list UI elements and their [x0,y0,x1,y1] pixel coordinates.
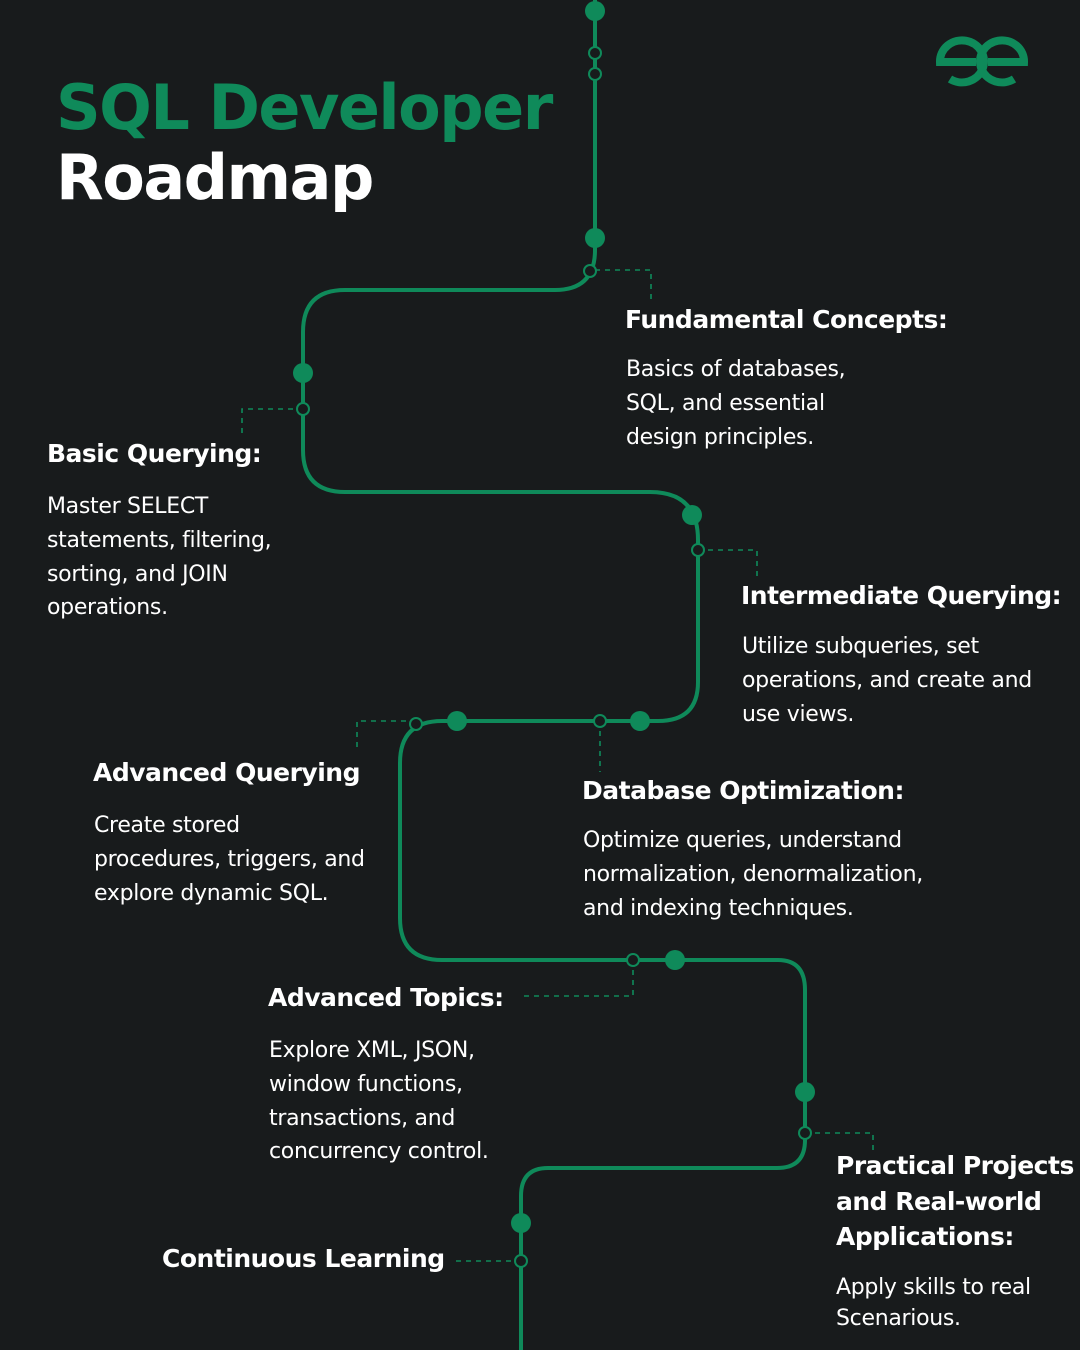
step-description-fundamental: Basics of databases, SQL, and essential … [626,353,846,454]
description-line: Create stored [94,813,240,838]
description-line: Optimize queries, understand [583,828,902,853]
station-dot [795,1082,815,1102]
junction-dot [588,46,602,60]
station-dot [585,1,605,21]
description-line: operations, and create and [742,667,1032,693]
station-dot [585,228,605,248]
connector-fundamental [595,269,652,300]
description-line: Utilize subqueries, set [742,634,979,659]
junction-dot [588,67,602,81]
description-line: design principles. [626,424,814,450]
connector-basic [241,408,303,438]
junction-dots [296,46,812,1268]
description-line: operations. [47,595,168,621]
station-dot [447,711,467,731]
step-heading-advanced-topics: Advanced Topics: [268,983,504,1012]
step-description-advanced-querying: Create stored procedures, triggers, and … [94,809,365,910]
description-line: Scenarious. [836,1306,961,1331]
heading-line: Applications: [836,1222,1014,1251]
heading-line: and Real-world [836,1186,1042,1216]
step-description-practical-projects: Apply skills to real Scenarious. [836,1272,1031,1334]
junction-dot [296,402,310,416]
gfg-logo-icon [935,36,1029,87]
description-line: normalization, denormalization, [583,861,923,887]
roadmap-path [301,0,807,1350]
step-heading-database-optimization: Database Optimization: [582,776,904,805]
step-heading-intermediate-querying: Intermediate Querying: [741,581,1062,610]
step-description-database-optimization: Optimize queries, understand normalizati… [583,824,923,925]
step-heading-continuous-learning: Continuous Learning [162,1244,445,1273]
junction-dot [583,264,597,278]
title-line-1: SQL Developer [56,71,553,144]
title-line-2: Roadmap [56,141,374,214]
connector-intermediate [698,549,758,580]
junction-dot [798,1126,812,1140]
station-dot [665,950,685,970]
junction-dot [691,543,705,557]
description-line: procedures, triggers, and [94,846,365,872]
description-line: transactions, and [269,1105,456,1131]
step-description-advanced-topics: Explore XML, JSON, window functions, tra… [269,1034,489,1169]
station-dot [293,363,313,383]
description-line: Master SELECT [47,494,209,519]
junction-dot [514,1254,528,1268]
description-line: window functions, [269,1071,463,1097]
heading-line: Practical Projects [836,1151,1074,1180]
description-line: use views. [742,701,855,727]
junction-dot [626,953,640,967]
junction-dot [409,717,423,731]
description-line: Explore XML, JSON, [269,1038,475,1063]
description-line: Basics of databases, [626,357,846,382]
step-heading-fundamental: Fundamental Concepts: [625,305,948,334]
description-line: SQL, and essential [626,390,825,416]
description-line: explore dynamic SQL. [94,880,329,906]
description-line: Apply skills to real [836,1275,1031,1300]
station-dot [511,1213,531,1233]
description-line: sorting, and JOIN [47,561,228,587]
dashed-connectors [241,269,874,1262]
step-heading-basic-querying: Basic Querying: [47,439,262,468]
connector-practical [805,1132,874,1150]
description-line: statements, filtering, [47,527,272,553]
junction-dot [593,714,607,728]
step-description-basic-querying: Master SELECT statements, filtering, sor… [47,490,272,625]
description-line: and indexing techniques. [583,895,854,921]
station-dot [682,505,702,525]
description-line: concurrency control. [269,1139,489,1165]
step-heading-advanced-querying: Advanced Querying [93,758,360,787]
connector-advanced-topics [520,960,634,997]
step-heading-practical-projects: Practical Projects and Real-world Applic… [836,1148,1074,1255]
station-dot [630,711,650,731]
station-dots [293,1,815,1233]
step-description-intermediate-querying: Utilize subqueries, set operations, and … [742,630,1032,731]
